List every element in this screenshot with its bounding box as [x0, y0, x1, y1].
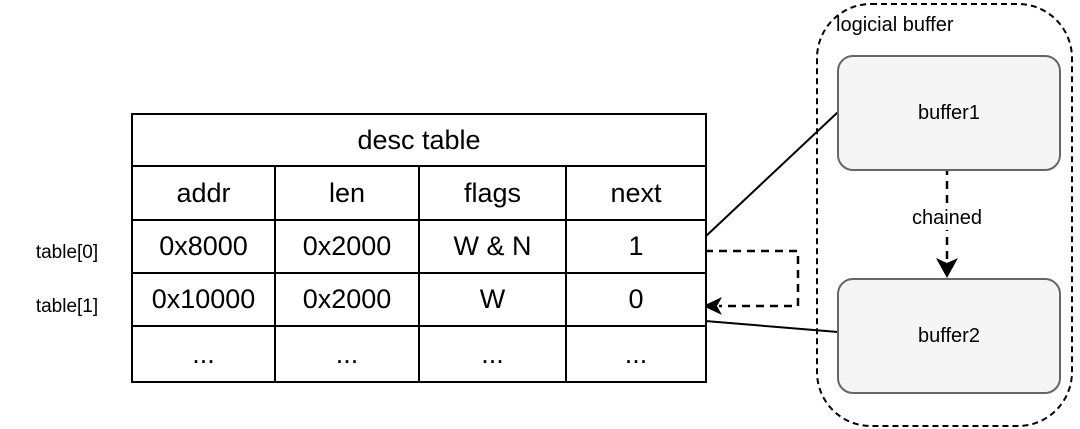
dashed-next-pointer: [705, 249, 800, 308]
cell-flags: W: [418, 272, 567, 327]
column-header-addr: addr: [131, 165, 276, 221]
buffer2-label: buffer2: [918, 324, 980, 347]
cell-addr: 0x10000: [131, 272, 276, 327]
table-row-label-0: table[0]: [35, 242, 99, 263]
cell-len: 0x2000: [274, 219, 420, 274]
cell-next: 0: [565, 272, 707, 327]
cell-next: 1: [565, 219, 707, 274]
cell-len: ...: [274, 325, 420, 383]
cell-flags: W & N: [418, 219, 567, 274]
column-header-len: len: [274, 165, 420, 221]
buffer2-box: buffer2: [837, 278, 1061, 394]
buffer1-label: buffer1: [918, 101, 980, 124]
logical-buffer-container: [816, 3, 1073, 427]
cell-addr: 0x8000: [131, 219, 276, 274]
table-row: 0x8000 0x2000 W & N 1: [131, 219, 707, 274]
table-row: 0x10000 0x2000 W 0: [131, 272, 707, 327]
cell-len: 0x2000: [274, 272, 420, 327]
chained-label: chained: [905, 207, 989, 230]
desc-table-title: desc table: [131, 113, 707, 167]
cell-flags: ...: [418, 325, 567, 383]
cell-next: ...: [565, 325, 707, 383]
buffer1-box: buffer1: [837, 55, 1061, 171]
cell-addr: ...: [131, 325, 276, 383]
column-header-next: next: [565, 165, 707, 221]
desc-table: desc table addr len flags next 0x8000 0x…: [131, 113, 707, 383]
table-row-label-1: table[1]: [35, 296, 99, 317]
desc-table-header-row: addr len flags next: [131, 165, 707, 221]
desc-table-title-row: desc table: [131, 113, 707, 167]
column-header-flags: flags: [418, 165, 567, 221]
logical-buffer-label: logicial buffer: [836, 14, 954, 36]
table-row: ... ... ... ...: [131, 325, 707, 383]
